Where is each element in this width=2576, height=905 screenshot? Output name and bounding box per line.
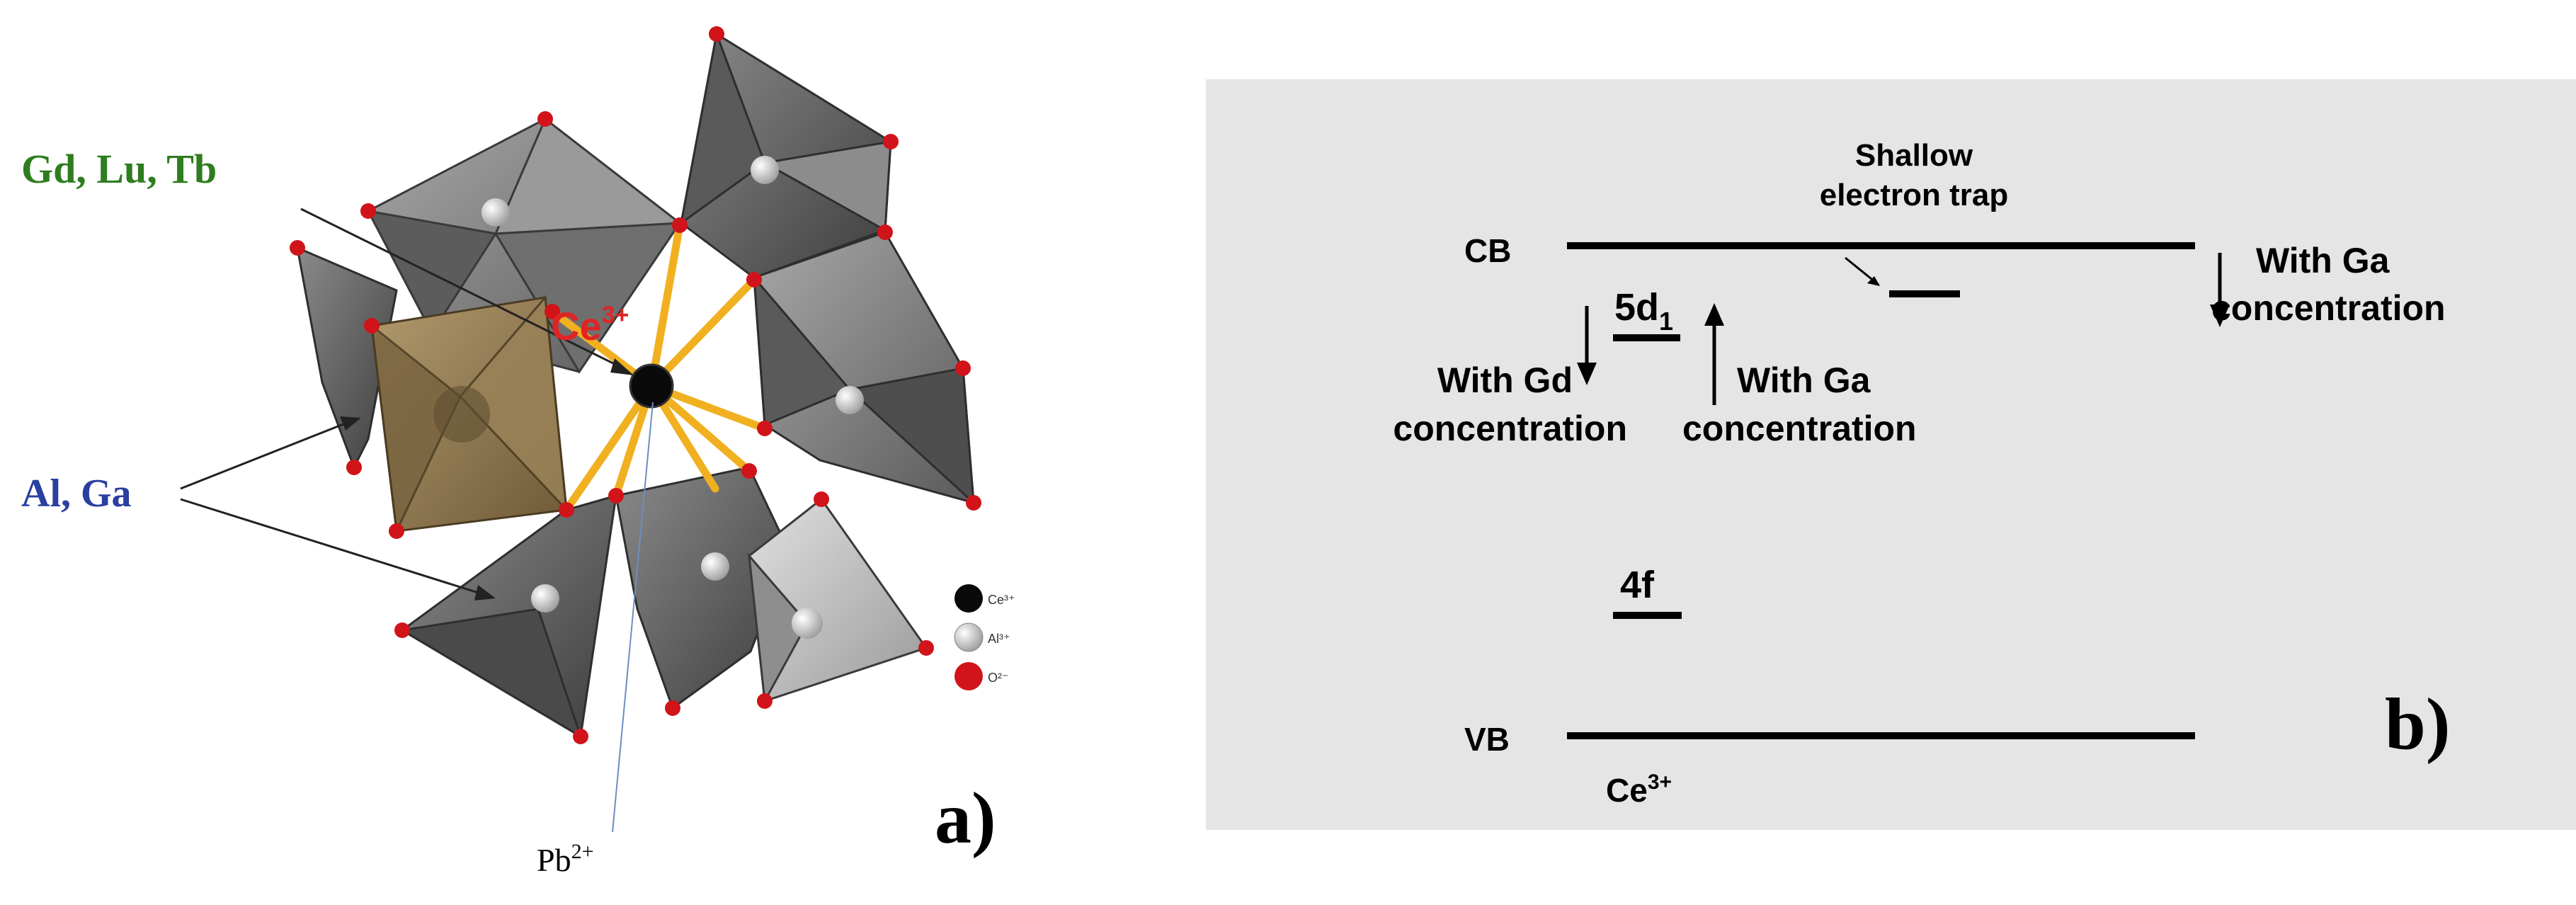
ga-mid-label-line2: concentration xyxy=(1682,409,1917,448)
level-5d1-sub: 1 xyxy=(1659,307,1673,336)
polyhedron-bottom-left xyxy=(399,494,617,739)
polyhedron-brown xyxy=(370,295,568,535)
gd-label-line1: With Gd xyxy=(1437,360,1573,400)
tetra-site-label: Al, Ga xyxy=(21,472,132,516)
ga-right-label-line2: concentration xyxy=(2211,288,2446,328)
polyhedron-right xyxy=(753,231,975,506)
crystal-structure-figure: Gd, Lu, Tb Ce3+ Al, Ga Pb2+ Ce³⁺ Al³⁺ O²… xyxy=(21,26,1015,878)
gd-label-line2: concentration xyxy=(1393,409,1627,448)
arrow-ga-up xyxy=(1704,303,1724,405)
panel-b-energy-diagram: CB VB 5d1 4f Ce3+ Shallow electron trap … xyxy=(1206,79,2576,830)
arrowhead-site xyxy=(610,358,634,375)
pb-label-charge: 2+ xyxy=(571,840,594,863)
legend-al: Al³⁺ xyxy=(988,632,1010,646)
ce-ion-label: Ce3+ xyxy=(1606,770,1672,809)
polyhedron-bottom-middle xyxy=(615,466,791,710)
legend-ce: Ce³⁺ xyxy=(988,593,1015,607)
ion-label-charge: 3+ xyxy=(602,302,629,329)
pb-label-text: Pb xyxy=(537,842,571,878)
cb-label: CB xyxy=(1464,232,1511,269)
pb-label: Pb2+ xyxy=(537,840,594,878)
arrowhead-tet-1 xyxy=(340,416,361,431)
panel-letter-a: a) xyxy=(935,778,996,859)
ion-label-text: Ce xyxy=(551,304,602,348)
trap-label-line2: electron trap xyxy=(1820,178,2009,212)
arrow-ga-right xyxy=(2210,253,2230,327)
arrow-trap-pointer xyxy=(1845,256,1880,286)
level-4f-label: 4f xyxy=(1620,564,1655,606)
level-5d1-label: 5d1 xyxy=(1614,286,1673,336)
label-pointers xyxy=(180,207,654,833)
arrowhead-tet-2 xyxy=(474,585,496,601)
legend-o: O²⁻ xyxy=(988,671,1009,685)
ion-label: Ce3+ xyxy=(551,302,629,348)
ce-atom xyxy=(629,363,674,409)
panel-letter-b: b) xyxy=(2385,683,2450,765)
trap-label-line1: Shallow xyxy=(1855,138,1973,173)
polyhedron-left xyxy=(296,246,398,470)
ce-ion-text: Ce xyxy=(1606,772,1648,809)
level-5d1-text: 5d xyxy=(1614,286,1659,329)
ga-right-label-line1: With Ga xyxy=(2256,241,2390,280)
atom-legend: Ce³⁺ Al³⁺ O²⁻ xyxy=(954,584,1015,690)
vb-label: VB xyxy=(1464,721,1510,758)
energy-level-diagram: CB VB 5d1 4f Ce3+ Shallow electron trap … xyxy=(1393,138,2450,809)
ga-mid-label-line1: With Ga xyxy=(1737,360,1871,400)
polyhedron-top-left xyxy=(366,117,683,374)
panel-a-crystal-structure: Gd, Lu, Tb Ce3+ Al, Ga Pb2+ Ce³⁺ Al³⁺ O²… xyxy=(0,0,1133,901)
ce-ion-charge: 3+ xyxy=(1648,770,1672,794)
site-label: Gd, Lu, Tb xyxy=(21,146,217,192)
arrow-gd-down xyxy=(1577,306,1597,385)
oxygen-atoms xyxy=(290,26,981,744)
